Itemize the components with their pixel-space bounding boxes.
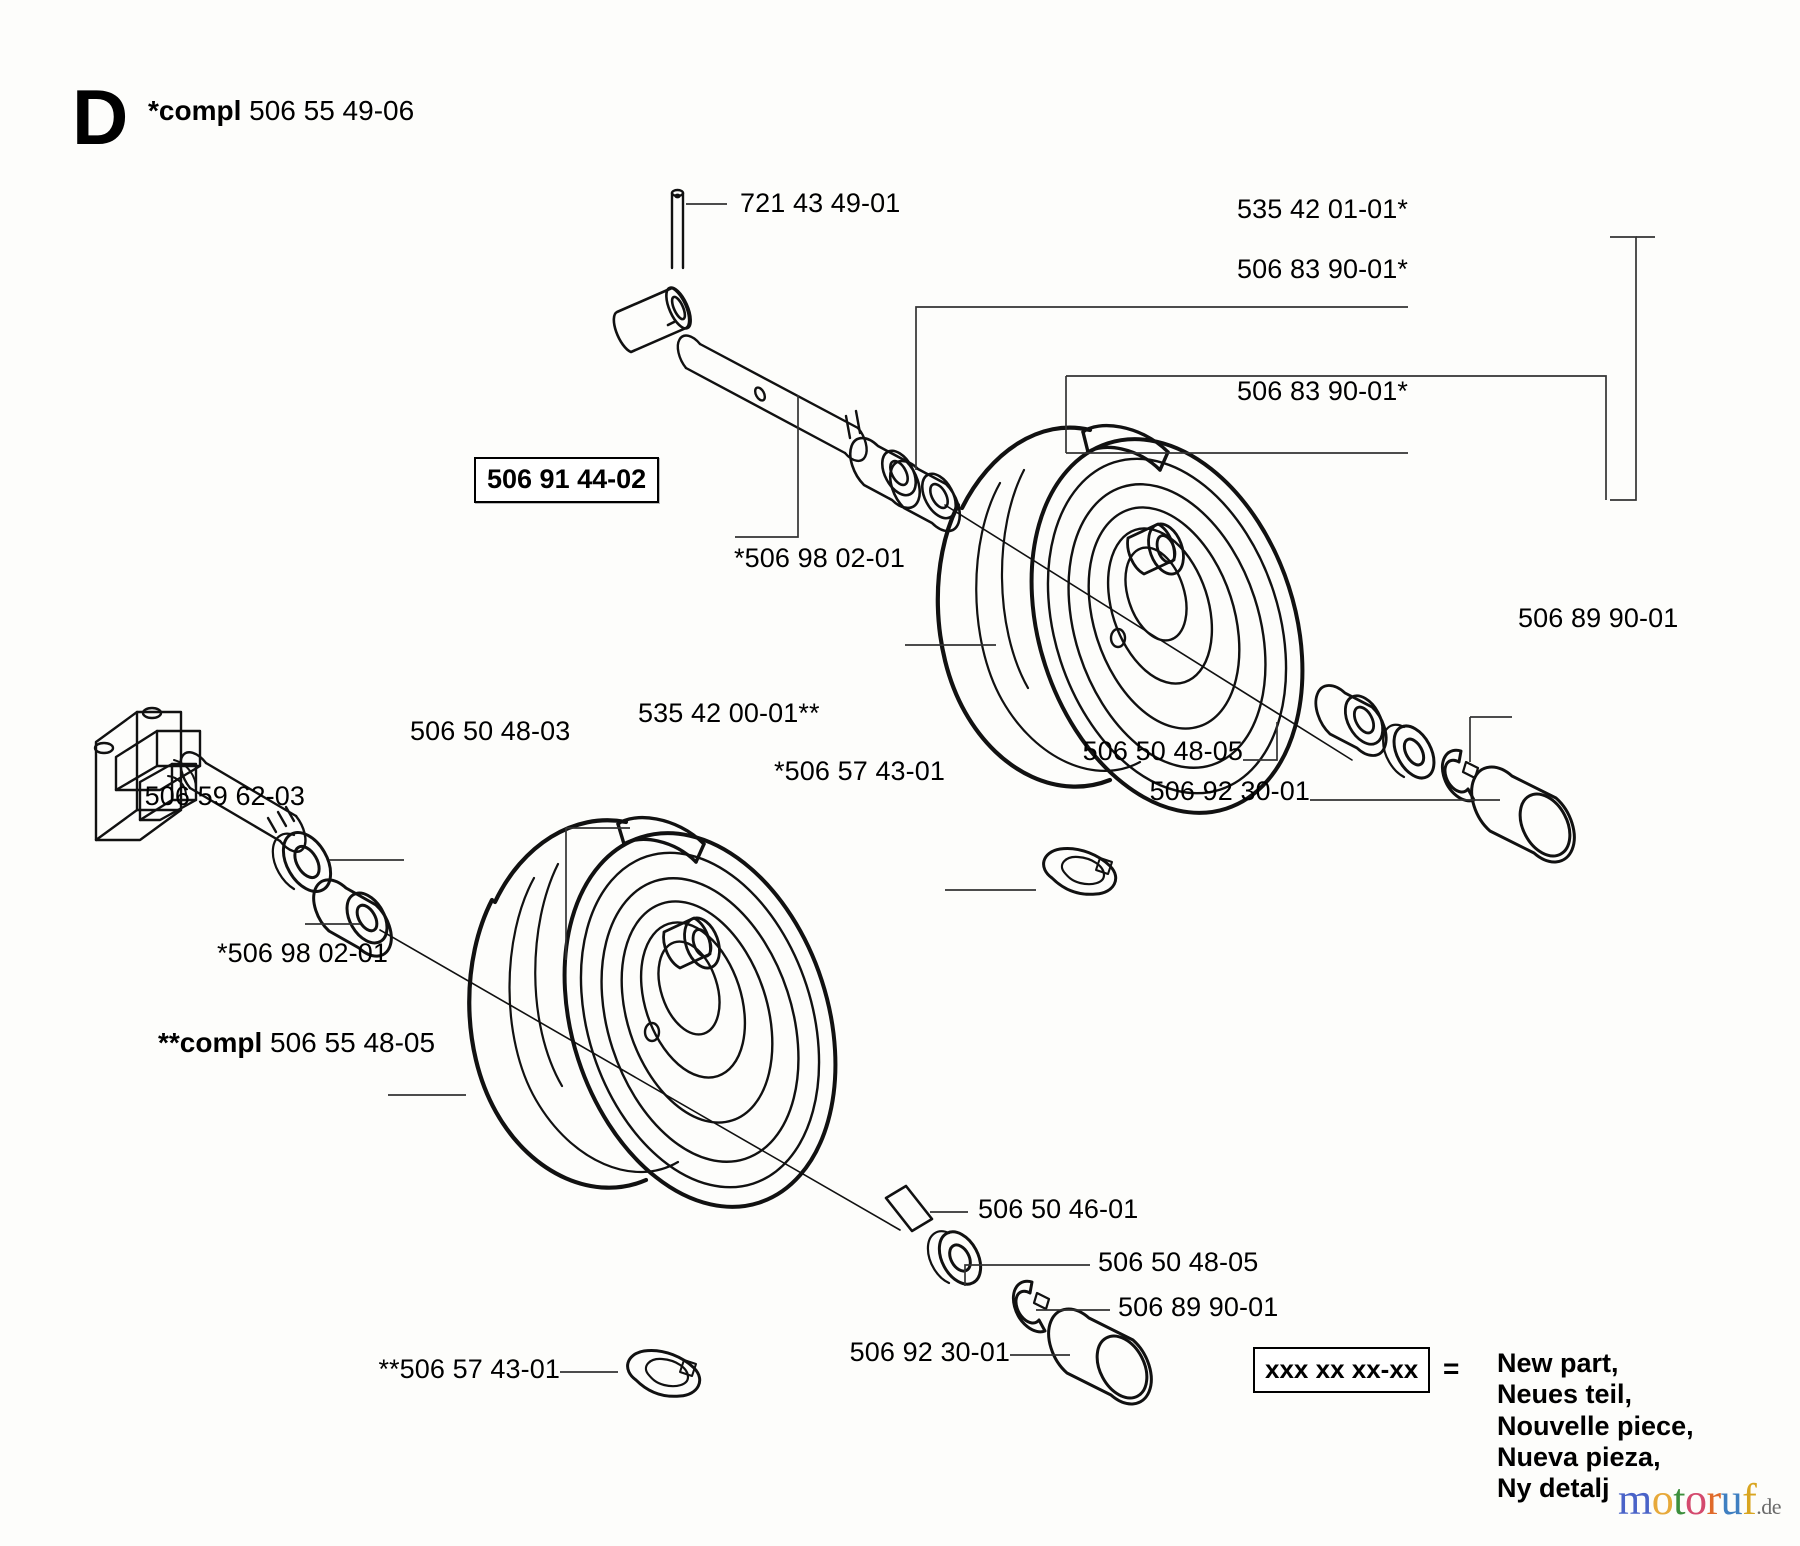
leader-lines (305, 204, 1655, 1372)
part-label-bearing-upper-a: 535 42 01-01* (1237, 194, 1408, 224)
lower-retaining-clip (628, 1350, 700, 1396)
part-label-bushing-left: 506 59 62-03 (144, 781, 305, 811)
compl-double-bold: **compl (158, 1027, 263, 1058)
part-label-cap-lower: 506 92 30-01 (849, 1337, 1010, 1367)
part-label-clip-lower: **506 57 43-01 (378, 1354, 560, 1384)
pin-part (672, 190, 683, 268)
lower-wheel-hub (664, 913, 726, 973)
upper-right-washer (1383, 719, 1442, 784)
part-label-spacer-lower: 506 50 48-05 (1098, 1247, 1259, 1277)
part-label-spacer-right-upper: 506 50 48-05 (1082, 736, 1243, 766)
lower-wheel-valve (645, 1023, 659, 1041)
part-label-pin-top: 721 43 49-01 (740, 188, 901, 218)
watermark-letter-u: u (1720, 1475, 1743, 1524)
watermark-suffix: .de (1756, 1494, 1782, 1519)
header-compl-bold: *compl (148, 95, 242, 126)
lower-cap (1049, 1309, 1157, 1406)
part-label-wheel-lower-tyre: 535 42 00-01** (638, 698, 820, 728)
legend-line-de: Neues teil, (1497, 1379, 1633, 1410)
watermark-letter-r: r (1706, 1475, 1721, 1524)
part-label-bearing-upper-b: 506 83 90-01* (1237, 254, 1408, 284)
lower-key (886, 1186, 932, 1231)
upper-retaining-clip (1044, 848, 1116, 894)
part-label-washer-right-upper: 506 89 90-01 (1518, 603, 1679, 633)
part-label-key-lower: 506 50 46-01 (978, 1194, 1139, 1224)
part-label-cap-right-upper: 506 92 30-01 (1149, 776, 1310, 806)
lower-wheel-rim-rings (540, 822, 859, 1218)
watermark-letter-o2: o (1684, 1475, 1707, 1524)
upper-wheel-rim (986, 404, 1348, 848)
motoruf-watermark: motoruf.de (1618, 1474, 1782, 1525)
axle-bracket (95, 708, 200, 840)
watermark-letter-f: f (1742, 1475, 1757, 1524)
boxed-new-part-label: 506 91 44-02 (474, 457, 660, 503)
upper-wheel-hub (1128, 519, 1190, 579)
legend-line-sv: Ny detalj (1497, 1473, 1610, 1504)
legend-line-es: Nueva pieza, (1497, 1441, 1661, 1472)
legend-translations: New part, Neues teil, Nouvelle piece, Nu… (1497, 1348, 1694, 1505)
upper-wheel-rim-rings (1007, 428, 1326, 824)
watermark-letter-o1: o (1651, 1475, 1674, 1524)
lower-wheel-tread (510, 864, 679, 1172)
left-bushing (314, 880, 396, 956)
watermark-letter-t: t (1673, 1475, 1685, 1524)
upper-right-spacer (1316, 686, 1390, 756)
legend-line-en: New part, (1497, 1348, 1619, 1378)
lower-wheel-tyre (469, 820, 646, 1187)
header-compl-note: *compl 506 55 49-06 (148, 95, 414, 127)
axle-shaft (678, 336, 867, 461)
part-label-wheel-lower: *506 98 02-01 (217, 938, 388, 968)
watermark-letter-m: m (1618, 1475, 1652, 1524)
left-washer (273, 824, 340, 899)
header-compl-number: 506 55 49-06 (249, 95, 415, 126)
part-label-washer-left: 506 50 48-03 (410, 716, 571, 746)
part-label-bearing-upper-c: 506 83 90-01* (1237, 376, 1408, 406)
compl-double-number: 506 55 48-05 (270, 1027, 436, 1058)
lower-clip-ring (1013, 1281, 1049, 1332)
upper-wheel-tread (976, 470, 1140, 771)
section-letter: D (72, 73, 129, 161)
part-label-clip-upper: *506 57 43-01 (774, 756, 945, 786)
legend-line-fr: Nouvelle piece, (1497, 1410, 1694, 1441)
lower-wheel-rim (519, 798, 881, 1242)
part-label-wheel-upper: *506 98 02-01 (734, 543, 905, 573)
part-label-washer-lower: 506 89 90-01 (1118, 1292, 1279, 1322)
axle-sleeve (614, 284, 696, 352)
compl-double-note: **compl 506 55 48-05 (158, 1027, 435, 1059)
upper-right-cap (1472, 767, 1580, 864)
upper-wheel-valve (1111, 629, 1125, 647)
lower-washer (928, 1225, 989, 1291)
upper-wheel-tyre (938, 428, 1110, 787)
legend-pattern-box: xxx xx xx-xx (1253, 1347, 1431, 1393)
legend-equals-sign: = (1443, 1353, 1460, 1384)
lower-axis-line (380, 930, 900, 1230)
